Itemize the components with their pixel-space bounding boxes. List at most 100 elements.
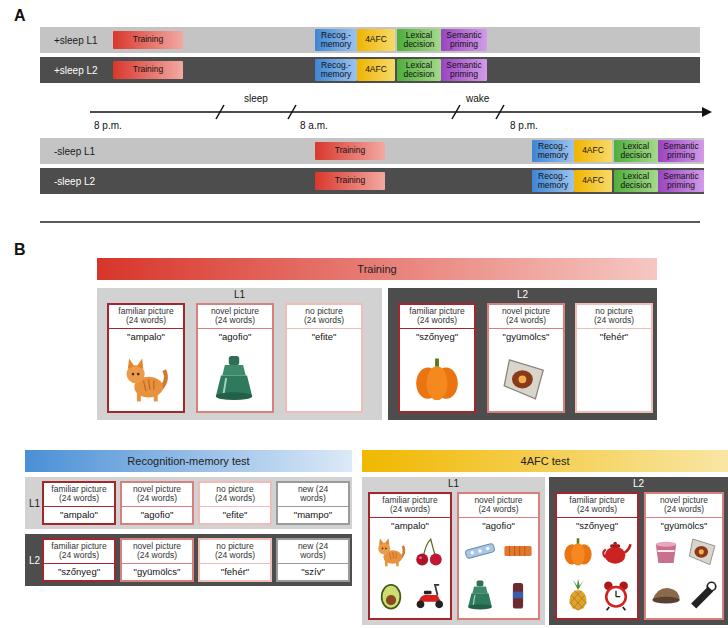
condition-label: +sleep L1 [54,35,98,46]
language-panel: L1familiar picture (24 words)"ampalo"nov… [362,477,545,625]
condition-box: novel picture (24 words)"gyümölcs" [120,538,194,582]
condition-heading: familiar picture (24 words) [370,494,450,518]
test-box: 4AFC [574,140,612,162]
word-label: "gyümölcs" [122,564,192,579]
word-label: "agofio" [122,507,192,522]
training-box: Training [315,142,385,160]
condition-box: familiar picture (24 words)"ampalo" [42,481,116,525]
novel-object-picture [689,539,715,565]
condition-label: -sleep L1 [54,146,95,157]
task-label: Training [335,176,365,185]
section-header: Training [97,258,657,280]
language-panel: L2familiar picture (24 words)"szőnyeg"no… [388,288,657,420]
test-box: Semantic priming [441,59,487,81]
condition-heading: familiar picture (24 words) [44,540,114,564]
condition-heading: novel picture (24 words) [198,305,272,329]
time-label: 8 a.m. [300,120,328,131]
teapot-picture [603,542,630,564]
novel-object-picture [691,582,716,608]
condition-heading: new (24 words) [278,540,348,564]
pumpkin-picture [564,538,591,565]
condition-box: familiar picture (24 words)"szőnyeg" [555,492,639,620]
task-label: Recog.-memory [532,142,574,161]
pineapple-picture [570,579,587,610]
test-box: Semantic priming [441,29,487,51]
task-label: Training [133,65,163,74]
condition-box: no picture (24 words)"fehér" [198,538,272,582]
condition-heading: familiar picture (24 words) [400,305,474,329]
condition-box: no picture (24 words)"fehér" [575,303,653,413]
condition-box: new (24 words)"mampo" [276,481,350,525]
language-panel: L2 familiar picture (24 words)"szőnyeg"no… [549,477,728,625]
clock-picture [604,581,628,610]
condition-heading: no picture (24 words) [287,305,361,329]
language-panel: L2familiar picture (24 words)"szőnyeg"no… [25,534,352,586]
condition-box: novel picture (24 words)"gyümölcs" [487,303,565,413]
condition-heading: no picture (24 words) [577,305,651,329]
condition-heading: familiar picture (24 words) [109,305,183,329]
test-box: Lexical decision [397,59,441,81]
condition-heading: no picture (24 words) [200,540,270,564]
task-label: Recog.-memory [315,61,357,80]
test-box: Lexical decision [397,29,441,51]
panel-letter: A [14,7,26,25]
timeline-label: wake [466,93,489,104]
test-box: Recog.-memory [532,170,574,192]
condition-box: familiar picture (24 words)"szőnyeg" [42,538,116,582]
novel-object-picture [513,583,523,609]
condition-band: -sleep L1 Training Recog.-memory4AFCLexica… [40,138,704,164]
novel-object-picture [468,581,492,610]
section-title: Training [357,263,396,275]
word-label: "efite" [200,507,270,522]
language-label: L2 [29,555,40,566]
timeline-arrowhead [702,107,712,117]
condition-heading: novel picture (24 words) [122,483,192,507]
panel-separator [40,221,700,223]
task-label: Lexical decision [397,31,441,50]
test-box: Lexical decision [614,170,658,192]
panel-letter: B [14,241,26,259]
section-title: 4AFC test [521,455,570,467]
word-label: "gyümölcs" [489,329,563,344]
novel-object-picture [504,546,531,556]
word-label: "mampo" [278,507,348,522]
test-box: Semantic priming [658,140,704,162]
language-label: L2 [633,478,644,489]
word-label: "szőnyeg" [557,518,637,533]
language-panel: L1familiar picture (24 words)"ampalo"nov… [25,477,352,529]
test-box: Lexical decision [614,140,658,162]
condition-heading: no picture (24 words) [200,483,270,507]
condition-heading: novel picture (24 words) [122,540,192,564]
scooter-picture [417,585,443,608]
task-label: Semantic priming [658,172,704,191]
test-box: 4AFC [574,170,612,192]
training-box: Training [113,61,183,79]
word-label: "szőnyeg" [400,329,474,344]
word-label: "fehér" [200,564,270,579]
word-label: "gyümölcs" [646,518,722,533]
section-title: Recognition-memory test [127,455,249,467]
condition-box: familiar picture (24 words)"szőnyeg" [398,303,476,413]
test-box: Semantic priming [658,170,704,192]
language-label: L1 [29,498,40,509]
language-label: L1 [234,289,245,300]
language-panel: L1familiar picture (24 words)"ampalo"nov… [97,288,382,420]
task-label: 4AFC [365,35,387,44]
word-label: "fehér" [577,329,651,344]
condition-box: novel picture (24 words)"agofio" [120,481,194,525]
condition-box: novel picture (24 words)"gyümölcs" [644,492,724,620]
task-label: Lexical decision [614,142,658,161]
novel-object-picture [656,542,676,563]
pumpkin-picture [416,359,458,401]
word-label: "szív" [278,564,348,579]
condition-box: no picture (24 words)"efite" [198,481,272,525]
time-label: 8 p.m. [94,120,122,131]
cat-picture [378,538,404,566]
test-box: 4AFC [357,59,395,81]
time-label: 8 p.m. [510,120,538,131]
word-label: "agofio" [459,518,538,533]
novel-object-picture [216,356,252,400]
condition-heading: novel picture (24 words) [489,305,563,329]
task-label: Semantic priming [658,142,704,161]
language-label: L2 [517,289,528,300]
